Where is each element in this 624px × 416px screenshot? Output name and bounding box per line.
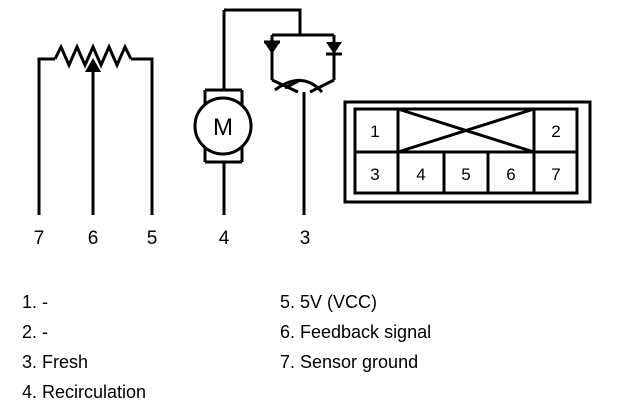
- switch-wire-left: [271, 78, 299, 94]
- switch-contact: [284, 78, 301, 90]
- pin-label-4: 4: [219, 228, 230, 249]
- switch-wire-right: [309, 78, 335, 94]
- pin-label-6: 6: [88, 228, 99, 249]
- pot-resistor-zigzag: [53, 43, 133, 69]
- legend-item-1: 1. -: [22, 292, 49, 312]
- pin-label-3: 3: [300, 228, 311, 249]
- connector-outer: [343, 100, 592, 204]
- connector-cell-4: 4: [416, 165, 425, 184]
- limit-switch-circuit: [224, 8, 336, 215]
- legend-item-4: 4. Recirculation: [22, 382, 147, 402]
- connector-cell-5: 5: [461, 165, 470, 184]
- pot-wiper-arrow-icon: [85, 58, 101, 72]
- legend-item-5: 5. 5V (VCC): [280, 292, 378, 312]
- pin-label-5: 5: [147, 228, 158, 249]
- connector-cell-3: 3: [370, 165, 379, 184]
- legend-left: 1. - 2. - 3. Fresh 4. Recirculation: [22, 287, 146, 407]
- connector-cell-6: 6: [506, 165, 515, 184]
- connector-cell-7: 7: [551, 165, 560, 184]
- pin-label-7: 7: [34, 228, 45, 249]
- pot-wire-7: [37, 57, 55, 215]
- legend-item-3: 3. Fresh: [22, 352, 89, 372]
- connector-cell-1: 1: [370, 122, 379, 141]
- motor: [193, 10, 253, 215]
- top-wire: [224, 8, 302, 35]
- diode-left-icon: [264, 42, 280, 54]
- connector: [343, 100, 592, 204]
- connector-blank-cross-b: [397, 107, 535, 154]
- motor-label: M: [213, 114, 233, 141]
- connector-cell-2: 2: [551, 122, 560, 141]
- potentiometer: [37, 43, 154, 215]
- diode-right-icon: [326, 42, 342, 54]
- legend-item-7: 7. Sensor ground: [280, 352, 419, 372]
- legend-item-6: 6. Feedback signal: [280, 322, 432, 342]
- legend-right: 5. 5V (VCC) 6. Feedback signal 7. Sensor…: [280, 287, 431, 377]
- motor-symbol-circle: [193, 96, 253, 156]
- pot-wire-5: [131, 57, 154, 215]
- legend-item-2: 2. -: [22, 322, 49, 342]
